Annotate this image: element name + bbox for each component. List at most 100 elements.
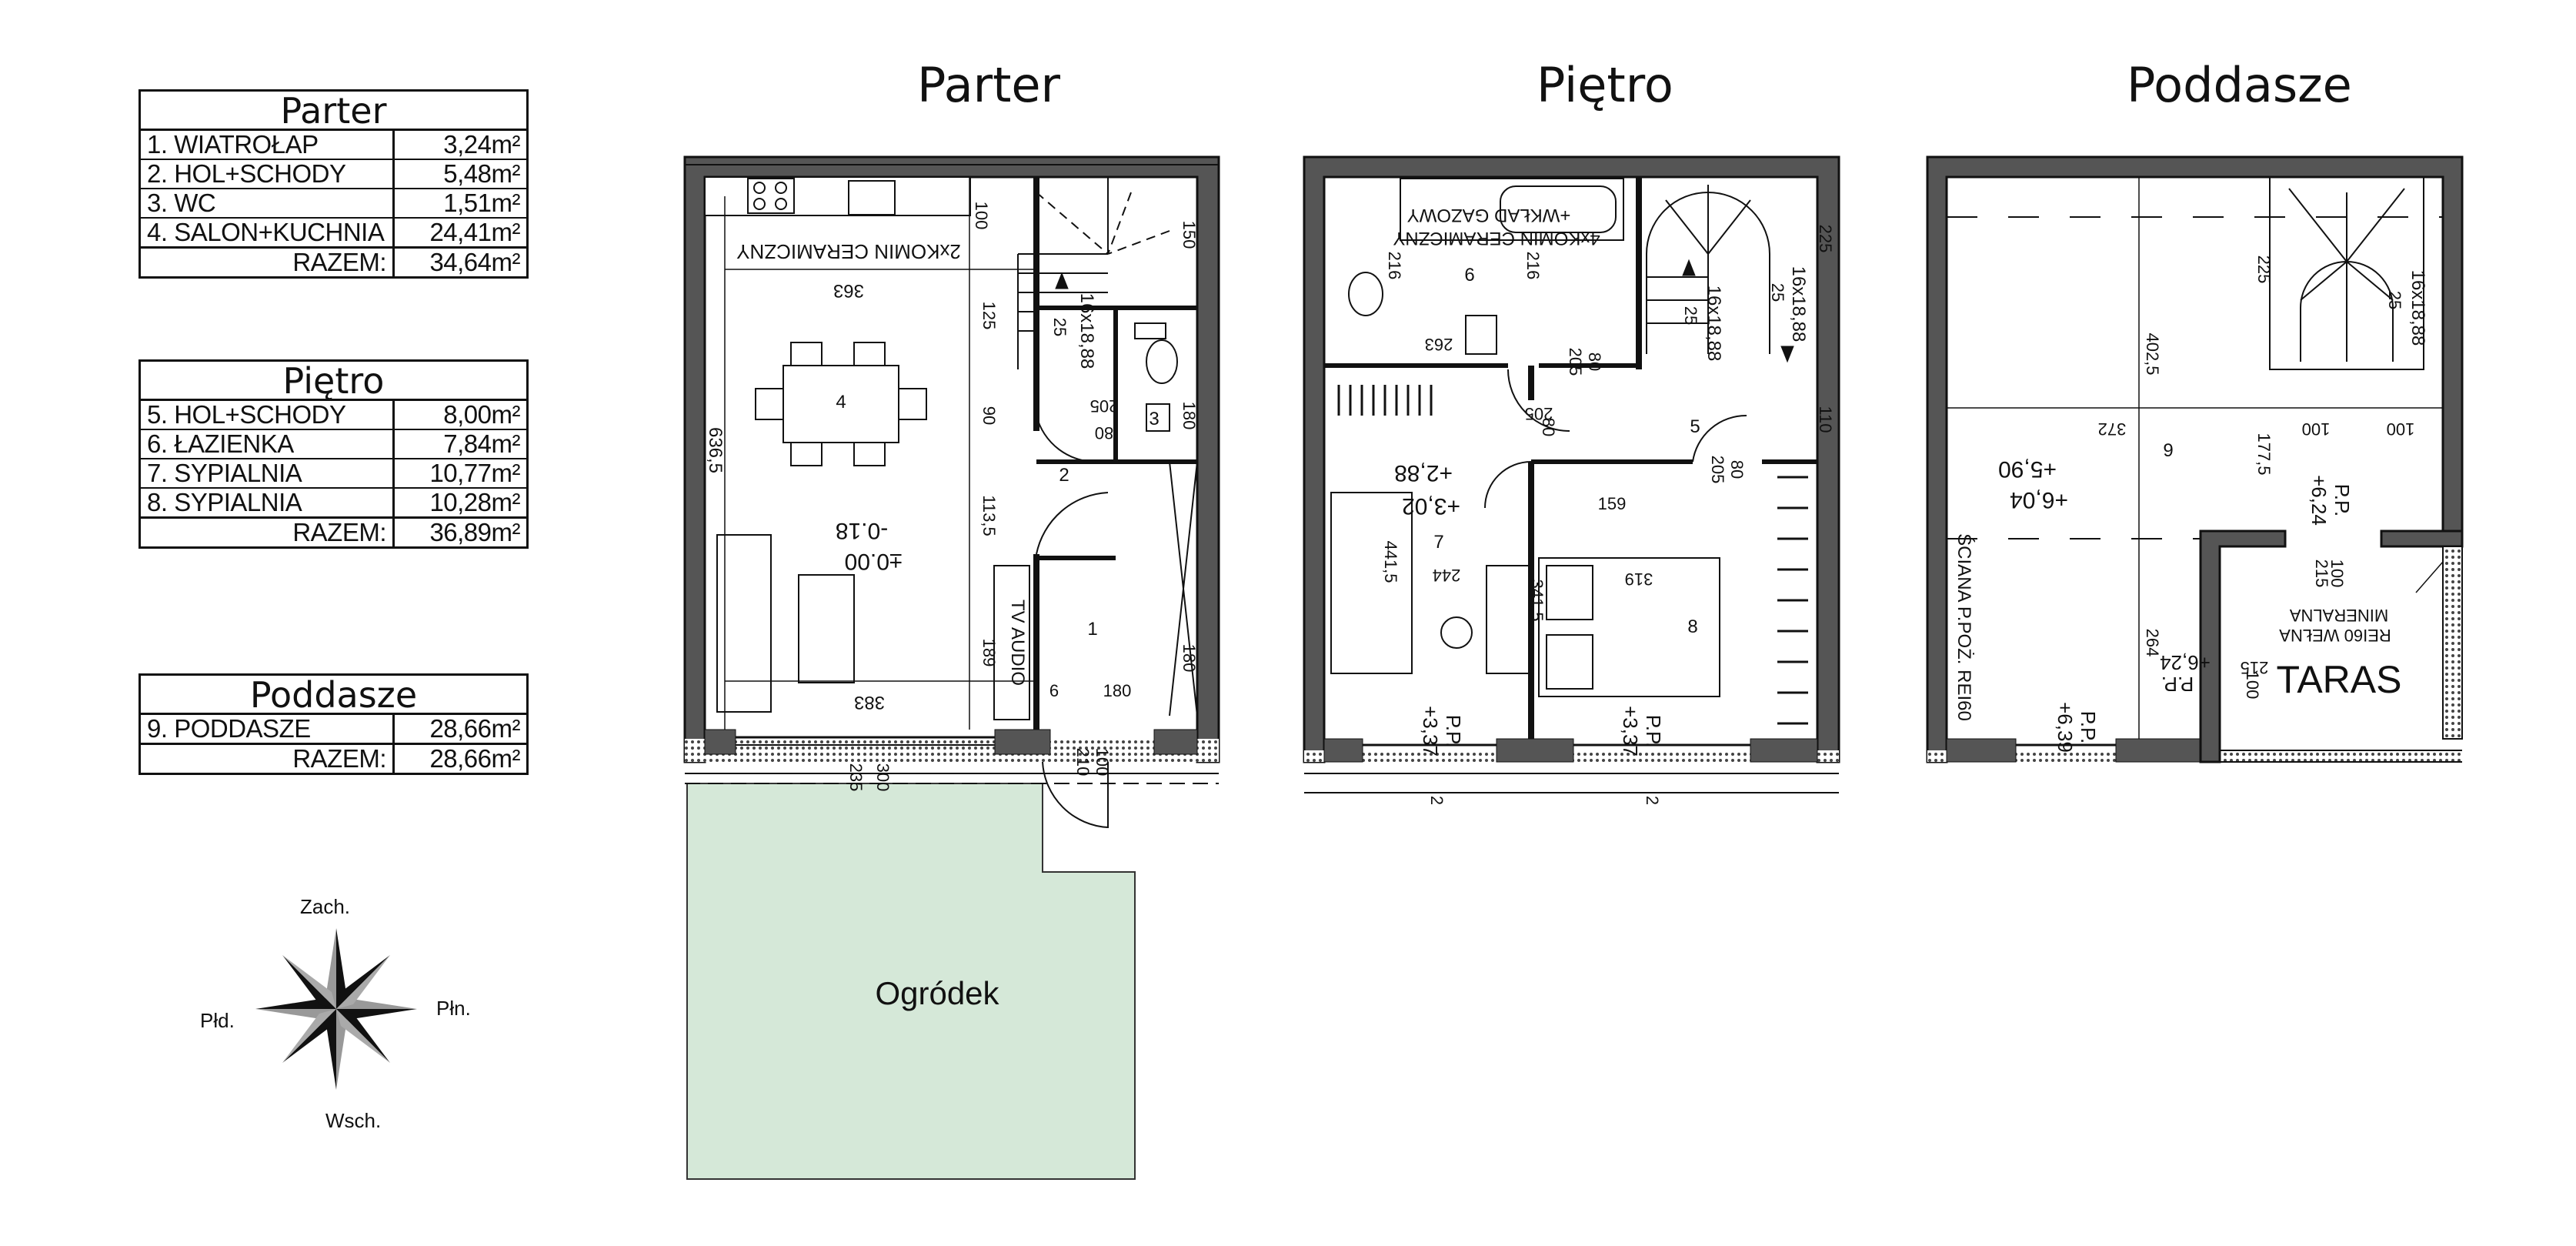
row-value: 7,84m² (392, 429, 528, 459)
label-stairs: 16x18,88 (1788, 266, 1809, 342)
level-mark: +6,04 (2010, 487, 2068, 513)
label-stairs: 16x18,88 (1703, 286, 1724, 362)
dimension: 100 (2243, 671, 2262, 700)
row-label: 3. WC (139, 188, 394, 218)
label-wklad: +WKŁAD GAZOWY (1407, 205, 1571, 225)
level-mark: +3,37 (1619, 706, 1642, 757)
title-parter: Parter (917, 57, 1061, 113)
row-label: 4. SALON+KUCHNIA (139, 217, 394, 248)
level-mark: P.P. (1642, 715, 1665, 747)
dimension: 216 (1385, 252, 1404, 280)
row-label: 9. PODDASZE (139, 713, 394, 744)
room-number: 7 (1433, 532, 1443, 553)
level-mark: P.P. (1442, 715, 1465, 747)
label-komin: 2xKOMIN CERAMICZNY (736, 240, 961, 263)
dimension: 150 (1180, 221, 1199, 249)
row-value: 10,77m² (392, 458, 528, 488)
row-label: 8. SYPIALNIA (139, 487, 394, 518)
dimension: 180 (1103, 681, 1132, 700)
label-stairs: 16x18,88 (2407, 270, 2428, 346)
table-total-row: RAZEM:34,64m² (139, 246, 528, 278)
dimension: 341,5 (1527, 579, 1547, 621)
compass-label-right: Płn. (436, 997, 471, 1020)
dimension: 113,5 (979, 495, 999, 536)
row-label: 1. WIATROŁAP (139, 129, 394, 159)
area-table-caption: Poddasze (138, 673, 529, 713)
dimension: 216 (1523, 252, 1543, 280)
label-taras: TARAS (2277, 658, 2402, 701)
dimension: 100 (2302, 419, 2331, 439)
dimension: 125 (979, 302, 999, 330)
level-mark: -0.18 (836, 518, 888, 543)
level-mark: +3,02 (1402, 493, 1460, 519)
label-tv: TV AUDIO (1007, 600, 1028, 686)
dimension: 6 (1049, 681, 1059, 700)
row-value: 24,41m² (392, 217, 528, 248)
dimension: 235 (846, 763, 866, 792)
row-label: 5. HOL+SCHODY (139, 399, 394, 429)
total-value: 28,66m² (392, 743, 528, 774)
garden-label: Ogródek (875, 975, 999, 1011)
dimension: 100 (2327, 560, 2347, 588)
dimension: 100 (972, 202, 991, 230)
dimension: 205 (1708, 456, 1727, 484)
label-stairs-step: 25 (1050, 318, 1069, 336)
dimension: 177,5 (2254, 433, 2274, 475)
compass-label-left: Płd. (200, 1009, 235, 1032)
level-mark: +6,24 (2307, 475, 2331, 526)
level-mark: ±0.00 (845, 549, 903, 574)
room-number: 5 (1690, 416, 1700, 437)
dimension: 205 (1566, 348, 1585, 376)
title-poddasze: Poddasze (2127, 57, 2352, 113)
dimension: 180 (1180, 402, 1199, 430)
dimension: 636,5 (705, 427, 726, 473)
compass-label-bottom: Wsch. (325, 1109, 382, 1132)
plan-parter (683, 155, 1220, 1180)
area-table-caption: Parter (138, 89, 529, 129)
label-wool: MINERALNA (2289, 606, 2388, 625)
room-number: 4 (836, 392, 846, 413)
dimension: 100 (2387, 419, 2415, 439)
dimension: 110 (1816, 406, 1835, 433)
dimension: 402,5 (2143, 332, 2162, 375)
row-value: 10,28m² (392, 487, 528, 518)
label-stairs-step: 25 (1768, 283, 1787, 302)
dimension: 441,5 (1381, 540, 1400, 583)
dimension: 215 (2312, 560, 2331, 588)
title-pietro: Piętro (1537, 57, 1673, 113)
area-table-caption: Piętro (138, 359, 529, 399)
dimension: 215 (2241, 658, 2269, 677)
row-value: 1,51m² (392, 188, 528, 218)
level-mark: +3,37 (1419, 706, 1442, 757)
level-mark: P.P. (2161, 673, 2194, 696)
dimension: 244 (1433, 566, 1461, 585)
row-value: 8,00m² (392, 399, 528, 429)
compass-label-top: Zach. (300, 895, 351, 918)
stairs-icon (1017, 177, 1170, 369)
row-label: 7. SYPIALNIA (139, 458, 394, 488)
level-mark: P.P. (2331, 484, 2354, 516)
dimension: 80 (1585, 352, 1604, 371)
room-number: 8 (1687, 616, 1697, 637)
dimension: 180 (1180, 644, 1199, 673)
level-mark: +2,88 (1394, 460, 1453, 486)
dimension: 225 (2254, 256, 2274, 284)
dimension: 80 (1539, 418, 1558, 436)
stairs-icon (2269, 176, 2424, 370)
dimension: 80 (1727, 460, 1747, 479)
row-value: 3,24m² (392, 129, 528, 159)
room-number: 2 (1059, 465, 1069, 486)
row-value: 28,66m² (392, 713, 528, 744)
dimension: 80 (1095, 423, 1113, 443)
row-label: 6. ŁAZIENKA (139, 429, 394, 459)
dimension: 264 (2143, 629, 2162, 657)
label-stairs-step: 25 (2385, 291, 2404, 309)
dimension: 189 (979, 639, 999, 667)
